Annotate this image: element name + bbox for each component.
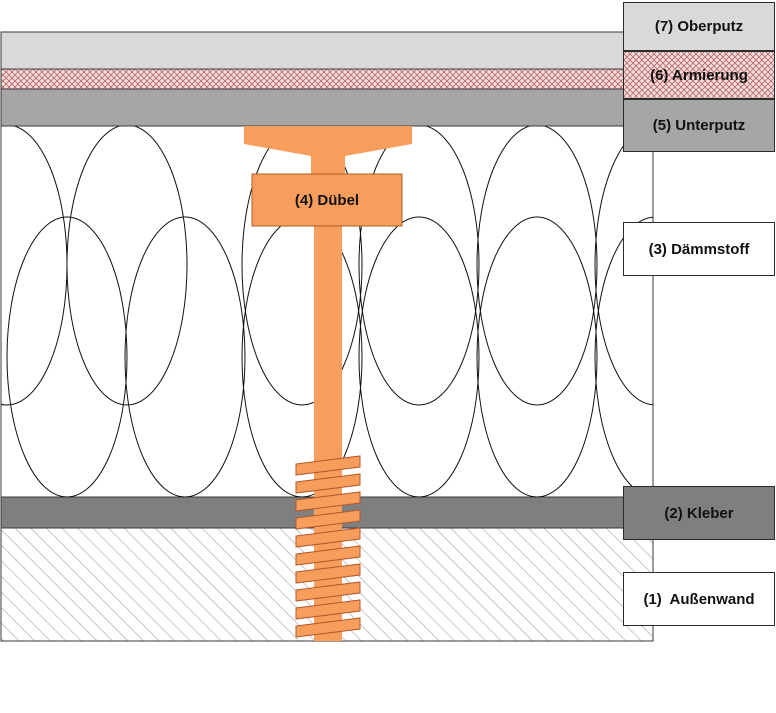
kleber-label: (2) Kleber — [623, 486, 775, 540]
armierung-layer — [0, 68, 654, 90]
oberputz-label: (7) Oberputz — [623, 2, 775, 51]
oberputz-layer — [0, 31, 654, 70]
duebel-label: (4) Dübel — [294, 191, 360, 209]
daemmstoff-label: (3) Dämmstoff — [623, 222, 775, 276]
aussenwand-label: (1) Außenwand — [623, 572, 775, 626]
armierung-label: (6) Armierung — [623, 51, 775, 99]
unterputz-label: (5) Unterputz — [623, 99, 775, 152]
duebel-threads — [295, 455, 361, 638]
duebel-anchor — [244, 126, 412, 641]
armierung-label-swatch — [623, 51, 775, 99]
unterputz-layer — [0, 88, 654, 127]
